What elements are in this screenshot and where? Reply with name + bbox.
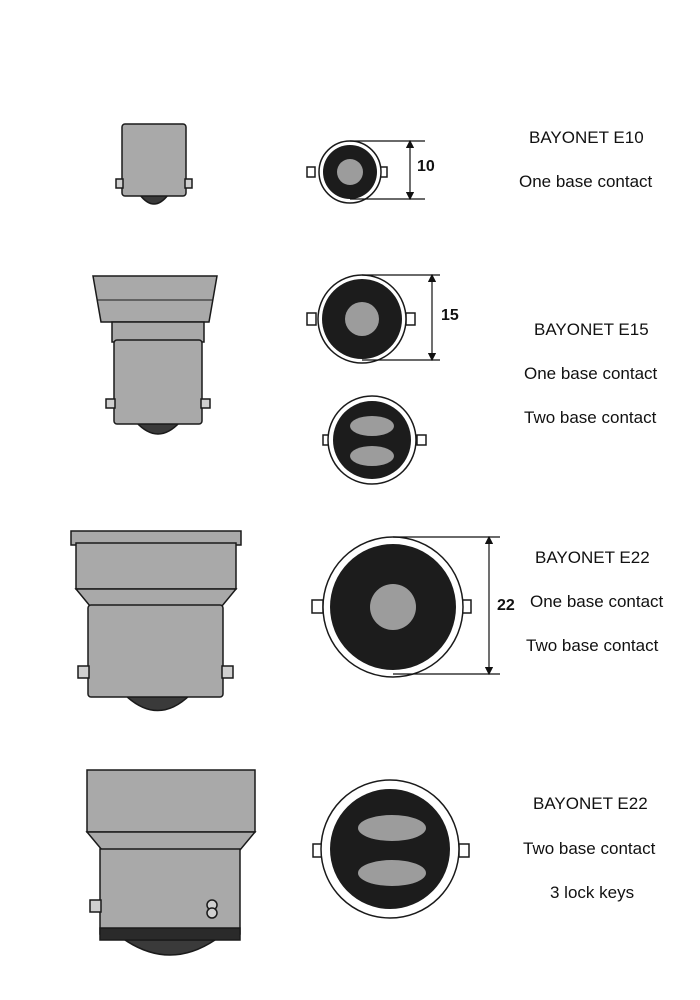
e10-dimension	[350, 139, 425, 201]
e22-line-1: One base contact	[530, 592, 664, 611]
e22-lock-end-view	[312, 779, 470, 919]
e10-end-view	[306, 140, 388, 204]
e15-dimension	[362, 273, 440, 362]
e22-lock-line-1: Two base contact	[523, 839, 656, 858]
e15-line-1: One base contact	[524, 364, 658, 383]
e22-dimension-value: 22	[497, 597, 515, 614]
e22-end-view-one-contact	[311, 536, 472, 678]
e10-title: BAYONET E10	[529, 128, 644, 147]
e10-side-view	[115, 123, 193, 205]
e15-dimension-value: 15	[441, 307, 459, 324]
e22-lock-side-view	[85, 769, 257, 956]
e10-dimension-value: 10	[417, 158, 435, 175]
e15-side-view	[92, 275, 218, 435]
e15-line-2: Two base contact	[524, 408, 657, 427]
e22-lock-title: BAYONET E22	[533, 794, 648, 813]
e22-lock-line-2: 3 lock keys	[550, 883, 635, 902]
e15-title: BAYONET E15	[534, 320, 649, 339]
e22-dimension	[393, 535, 500, 676]
e22-title: BAYONET E22	[535, 548, 650, 567]
e15-end-view-two-contact	[322, 395, 427, 485]
e10-line-1: One base contact	[519, 172, 653, 191]
e15-end-view-one-contact	[306, 274, 416, 364]
e22-side-view	[70, 530, 242, 712]
e22-line-2: Two base contact	[526, 636, 659, 655]
